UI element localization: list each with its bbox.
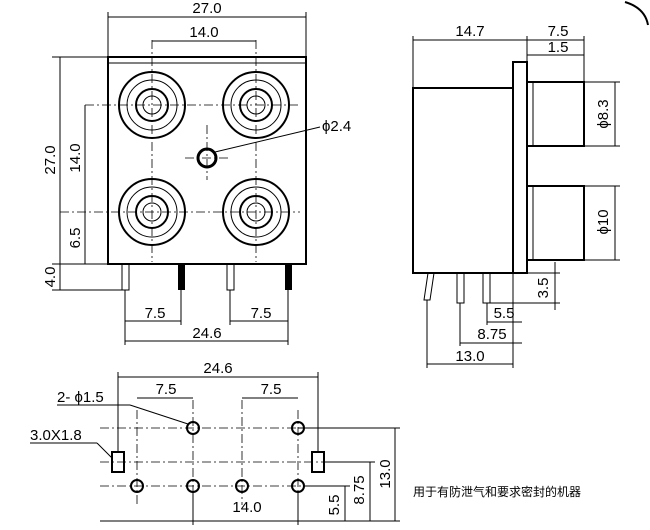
fp-hole-top-left (186, 421, 200, 435)
dim-front-pin-length: 4.0 (42, 267, 59, 288)
dim-front-pin-span: 24.6 (192, 325, 221, 342)
dim-front-lower-offset: 6.5 (67, 228, 84, 249)
pcb-footprint: 24.6 7.5 7.5 2- ϕ1.5 3.0X1.8 14.0 13.0 8… (30, 360, 400, 525)
side-view: 14.7 7.5 1.5 ϕ8.3 ϕ10 3.5 5.5 8.75 13.0 (412, 23, 620, 368)
dim-side-pin-a: 5.5 (494, 305, 515, 322)
dim-center-hole: ϕ2.4 (322, 118, 351, 135)
corner-arc (624, 1, 649, 26)
pin-3 (226, 263, 235, 291)
dim-front-height: 27.0 (42, 145, 59, 174)
usage-note: 用于有防泄气和要求密封的机器 (413, 484, 581, 499)
dim-fp-mid-height: 8.75 (351, 475, 368, 504)
side-pin-right (482, 272, 491, 304)
fp-hole-bottom-3 (235, 479, 249, 493)
pin-1 (121, 263, 130, 291)
dim-fp-slot-callout: 3.0X1.8 (30, 427, 82, 444)
dim-fp-center-pitch: 14.0 (232, 499, 261, 516)
dim-side-lower-jack-dia: ϕ10 (595, 209, 612, 234)
side-upper-jack (526, 81, 585, 147)
pin-2 (178, 264, 185, 290)
dim-front-jack-pitch: 14.0 (189, 24, 218, 41)
side-lower-jack (526, 185, 585, 261)
side-pin-mid (456, 272, 465, 304)
dim-side-body-depth: 14.7 (455, 23, 484, 40)
dim-fp-pitch-left: 7.5 (156, 381, 177, 398)
dim-fp-pitch-right: 7.5 (261, 381, 282, 398)
pin-4 (285, 264, 292, 290)
dim-side-pin-c: 13.0 (455, 348, 484, 365)
dim-front-width: 27.0 (192, 0, 221, 17)
dim-fp-low-height: 5.5 (326, 495, 343, 516)
dim-fp-total-height: 13.0 (377, 459, 394, 488)
dim-side-pin-b: 8.75 (477, 326, 506, 343)
dim-front-pin-pitch-left: 7.5 (145, 305, 166, 322)
dim-side-pin-length: 3.5 (535, 278, 552, 299)
dim-side-upper-jack-dia: ϕ8.3 (595, 99, 612, 128)
dim-front-pin-pitch-right: 7.5 (251, 305, 272, 322)
front-view: 27.0 14.0 27.0 14.0 6.5 4.0 ϕ2.4 7.5 7.5… (42, 0, 351, 345)
dim-side-flange: 1.5 (548, 39, 569, 56)
dim-fp-hole-callout: 2- ϕ1.5 (57, 389, 104, 406)
dim-fp-span: 24.6 (203, 360, 232, 377)
fp-hole-bottom-1 (130, 479, 144, 493)
side-pin-left (423, 272, 435, 301)
side-body-outline (412, 87, 514, 274)
dim-front-vertical-pitch: 14.0 (67, 143, 84, 172)
dim-side-jack-length: 7.5 (548, 23, 569, 40)
side-flange (512, 61, 528, 274)
